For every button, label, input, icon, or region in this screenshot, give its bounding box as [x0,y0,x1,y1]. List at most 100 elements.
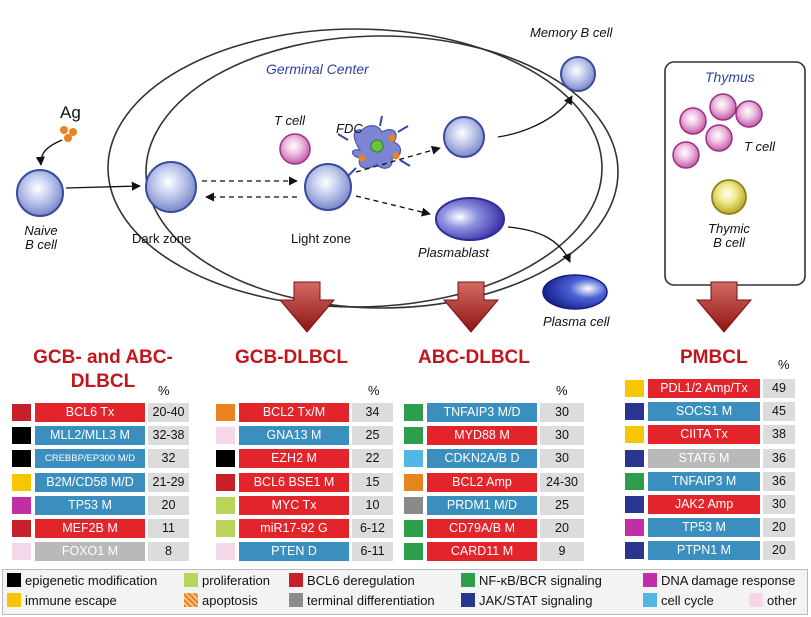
frequency-value: 11 [148,519,189,538]
gene-label: miR17-92 G [239,519,349,538]
category-swatch [404,427,423,445]
down-arrow-abc [442,281,500,333]
gene-label: JAK2 Amp [648,495,760,514]
category-swatch [216,404,235,421]
gene-label: PRDM1 M/D [427,495,537,515]
gene-label: BCL2 Amp [427,472,537,492]
category-swatch [404,496,423,514]
category-swatch [625,403,644,421]
title-abc: ABC-DLBCL [418,347,530,368]
title-pmbcl: PMBCL [680,347,748,368]
category-swatch [404,473,423,491]
legend-item: other [749,592,797,610]
legend-item: proliferation [184,572,270,590]
plasma-cell [542,274,608,310]
frequency-value: 30 [540,403,584,422]
frequency-value: 8 [148,542,189,562]
gene-label: STAT6 M [648,448,760,468]
legend-item: cell cycle [643,592,714,610]
thymic-b-cell-label: Thymic B cell [708,221,750,251]
gene-label: CDKN2A/B D [427,449,537,469]
gene-label: BCL6 Tx [35,403,145,422]
pct-header-gcb: % [368,383,380,398]
frequency-value: 45 [763,402,795,422]
frequency-value: 6-12 [352,519,393,538]
down-arrow-gcb [278,281,336,333]
light-zone-label: Light zone [291,231,351,246]
category-swatch [625,380,644,397]
thymus-box [664,61,806,286]
thymic-b-cell [711,179,747,215]
pct-header-gcb-abc: % [158,383,170,398]
pct-header-abc: % [556,383,568,398]
germinal-center-inner [145,35,619,309]
frequency-value: 30 [540,449,584,469]
category-swatch [216,496,235,514]
naive-b-cell [16,169,64,217]
thymus-label: Thymus [705,69,755,85]
legend-label: DNA damage response [661,573,796,588]
category-swatch [12,404,31,421]
category-swatch [12,543,31,561]
legend-label: epigenetic modification [25,573,158,588]
frequency-value: 6-11 [352,542,393,562]
category-swatch [625,519,644,537]
germinal-center-label: Germinal Center [266,61,369,77]
gene-label: MEF2B M [35,519,145,538]
memory-b-cell [560,56,596,92]
plasmablast-cell [435,197,505,241]
gene-label: MLL2/MLL3 M [35,426,145,446]
gene-label: TP53 M [648,518,760,538]
gene-label: EZH2 M [239,449,349,469]
frequency-value: 15 [352,472,393,492]
category-swatch [216,473,235,491]
fdc-cell [337,115,411,177]
light-to-memory-arrow [355,145,441,173]
gene-label: PTPN1 M [648,541,760,561]
legend-swatch [289,573,303,587]
to-memory-arrow [497,95,573,138]
category-swatch [625,472,644,490]
fdc-label: FDC [336,121,363,136]
frequency-value: 10 [352,495,393,515]
legend-swatch [461,573,475,587]
thymus-t-cell [709,93,737,121]
frequency-value: 36 [763,448,795,468]
category-swatch [12,427,31,445]
legend-item: DNA damage response [643,572,795,590]
legend-swatch [289,593,303,607]
category-swatch [625,496,644,513]
frequency-value: 30 [540,426,584,446]
pct-header-pmbcl: % [778,357,790,372]
gene-label: FOXO1 M [35,542,145,562]
category-swatch [12,473,31,491]
legend-swatch [184,573,198,587]
plasmablast-label: Plasmablast [418,245,489,260]
frequency-value: 20 [540,519,584,538]
frequency-value: 9 [540,542,584,562]
gene-label: GNA13 M [239,426,349,446]
legend-label: JAK/STAT signaling [479,593,593,608]
light-zone-cell [304,163,352,211]
legend-label: immune escape [25,593,117,608]
legend-label: proliferation [202,573,270,588]
